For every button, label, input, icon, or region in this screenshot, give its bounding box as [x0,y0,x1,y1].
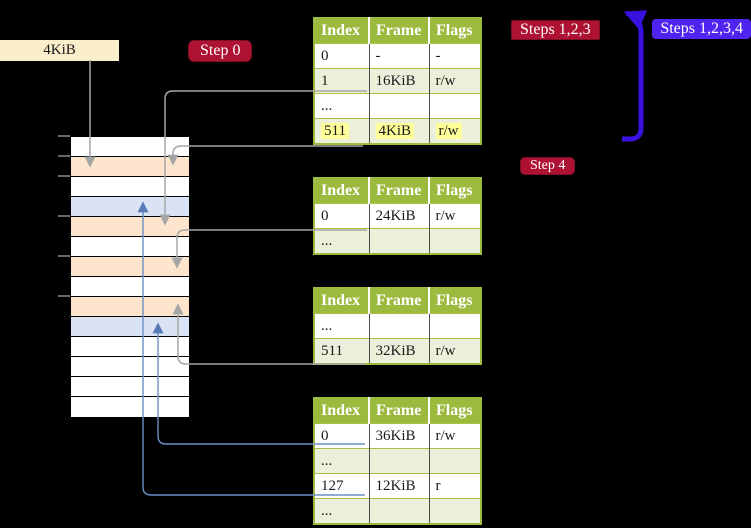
cell-flags: r [429,473,481,499]
cell-frame: 12KiB [369,473,430,499]
page-table-3: Index Frame Flags ... 511 32KiB r/w [313,287,482,365]
cell-frame [369,498,430,524]
cell-index: ... [314,498,370,524]
cell-frame [369,93,430,119]
header-frame: Frame [369,288,430,314]
cell-frame: 16KiB [369,68,430,94]
cell-index: ... [314,93,370,119]
memory-row-white [71,137,189,157]
memory-row-peach [71,257,189,277]
cell-flags [429,93,481,119]
table-row: 127 12KiB r [314,473,481,499]
cell-frame: 32KiB [369,338,430,364]
table-row-ellipsis: ... [314,448,481,474]
cell-flags: r/w [429,203,481,229]
cell-flags [429,313,481,339]
cell-index: 0 [314,43,370,69]
table-row: 0 24KiB r/w [314,203,481,229]
steps-loop-up-arrow [622,10,648,142]
steps1234-badge: Steps 1,2,3,4 [652,19,751,39]
header-index: Index [314,18,370,44]
table-row-ellipsis: ... [314,228,481,254]
cell-frame: 36KiB [369,423,430,449]
table-header-row: Index Frame Flags [314,288,482,314]
cell-flags: r/w [429,118,481,144]
step0-badge: Step 0 [188,40,253,62]
memory-row-blue [71,197,189,217]
cell-flags: r/w [429,68,481,94]
cell-index: ... [314,448,370,474]
cell-flags: r/w [429,423,481,449]
steps123-badge: Steps 1,2,3 [511,20,600,40]
cell-flags [429,498,481,524]
cell-index: 511 [314,338,370,364]
cell-frame: 4KiB [369,118,430,144]
cell-frame [369,228,430,254]
table-row-ellipsis: ... [314,498,481,524]
memory-row-blue [71,317,189,337]
cell-flags [429,448,481,474]
page-table-4: Index Frame Flags 0 36KiB r/w ... 127 12… [313,397,482,525]
memory-row-white [71,337,189,357]
memory-row-white [71,177,189,197]
header-index: Index [314,288,370,314]
table-row: 0 - - [314,43,481,69]
header-flags: Flags [429,178,482,204]
memory-row-white [71,397,189,417]
cell-flags: - [429,43,481,69]
table-row-ellipsis: ... [314,313,481,339]
header-frame: Frame [369,178,430,204]
table-row: 0 36KiB r/w [314,423,481,449]
table-row: 511 32KiB r/w [314,338,481,364]
connector-table1-row511-to-memory-arrow [167,145,363,166]
cell-index: 0 [314,203,370,229]
header-index: Index [314,178,370,204]
cell-flags [429,228,481,254]
memory-row-white [71,357,189,377]
memory-row-white [71,237,189,257]
memory-row-white [71,277,189,297]
memory-tick-marks [58,135,70,297]
cell-frame: 24KiB [369,203,430,229]
header-flags: Flags [429,288,482,314]
header-flags: Flags [429,398,482,424]
memory-size-label: 4KiB [0,40,119,61]
memory-row-peach [71,217,189,237]
cell-frame [369,313,430,339]
cell-frame [369,448,430,474]
cell-index: 1 [314,68,370,94]
cell-frame: - [369,43,430,69]
table-row-highlighted: 511 4KiB r/w [314,118,481,144]
table-row: 1 16KiB r/w [314,68,481,94]
memory-row-peach [71,297,189,317]
header-frame: Frame [369,398,430,424]
highlighted-text: 4KiB [375,122,415,139]
step4-badge: Step 4 [520,157,576,175]
cell-index: 511 [314,118,370,144]
cell-index: 127 [314,473,370,499]
table-header-row: Index Frame Flags [314,398,482,424]
cell-index: ... [314,313,370,339]
physical-memory-column [70,136,190,417]
highlighted-text: r/w [435,122,462,139]
memory-row-peach [71,157,189,177]
table-header-row: Index Frame Flags [314,178,482,204]
cell-index: 0 [314,423,370,449]
memory-row-white [71,377,189,397]
highlighted-text: 511 [321,122,349,139]
table-row-ellipsis: ... [314,93,481,119]
cell-index: ... [314,228,370,254]
header-flags: Flags [429,18,482,44]
page-table-1: Index Frame Flags 0 - - 1 16KiB r/w ... … [313,17,482,145]
cell-flags: r/w [429,338,481,364]
header-frame: Frame [369,18,430,44]
page-table-2: Index Frame Flags 0 24KiB r/w ... [313,177,482,255]
table-header-row: Index Frame Flags [314,18,482,44]
header-index: Index [314,398,370,424]
